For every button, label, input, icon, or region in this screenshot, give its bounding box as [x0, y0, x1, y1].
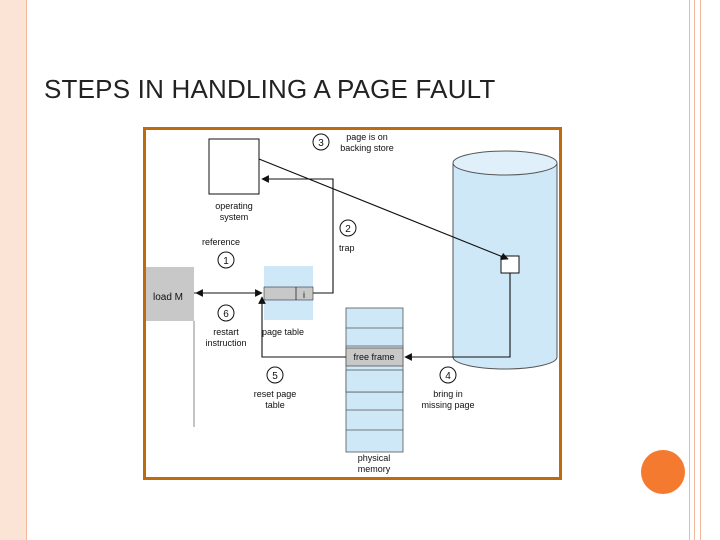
- page-fault-diagram: load M operating system reference i page…: [143, 127, 562, 480]
- arrow-bring-in-page: [404, 273, 511, 361]
- step-2-number: 2: [345, 224, 351, 235]
- step-5-number: 5: [272, 371, 278, 382]
- operating-system-box: [208, 138, 260, 195]
- step-5: 5 reset page table: [254, 366, 297, 410]
- process-instruction-block: [146, 267, 194, 321]
- arrow-reset-page-table: [258, 296, 346, 358]
- physical-memory-label-line1: physical: [358, 453, 391, 463]
- right-decorative-line-3: [700, 0, 701, 540]
- step-4-label-line2: missing page: [421, 400, 474, 410]
- restart-label-line2: instruction: [205, 338, 246, 348]
- step-6: 6: [217, 304, 235, 322]
- step-5-label-line1: reset page: [254, 389, 297, 399]
- memory-frame-band: [345, 369, 404, 393]
- arrow-page-on-backing-store: [258, 158, 509, 260]
- step-1: 1: [217, 251, 235, 269]
- page-table-entry: [263, 286, 314, 301]
- reference-label: reference: [202, 237, 240, 247]
- step-3-label-line1: page is on: [346, 132, 388, 142]
- step-4-label-line1: bring in: [433, 389, 463, 399]
- step-4: 4 bring in missing page: [421, 366, 475, 410]
- step-3-label-line2: backing store: [340, 143, 394, 153]
- restart-label-line1: restart: [213, 327, 239, 337]
- missing-page-box: [500, 255, 520, 274]
- right-decorative-line-1: [689, 0, 690, 540]
- arrow-trap: [261, 175, 334, 294]
- instruction-load-label: load M: [153, 292, 183, 303]
- step-5-label-line2: table: [265, 400, 285, 410]
- page-table-invalid-bit: i: [303, 290, 305, 300]
- step-2: 2 trap: [339, 219, 357, 253]
- step-4-number: 4: [445, 371, 451, 382]
- right-decorative-line-2: [694, 0, 695, 540]
- step-6-number: 6: [223, 309, 229, 320]
- step-1-number: 1: [223, 256, 229, 267]
- physical-memory-label-line2: memory: [358, 464, 391, 474]
- step-2-label: trap: [339, 243, 355, 253]
- os-label-line2: system: [220, 212, 249, 222]
- decorative-orange-circle: [641, 450, 685, 494]
- step-3-number: 3: [318, 138, 324, 149]
- step-3: 3 page is on backing store: [312, 132, 394, 153]
- page-table-label: page table: [262, 327, 304, 337]
- os-label-line1: operating: [215, 201, 253, 211]
- left-decorative-line: [26, 0, 27, 540]
- diagram-svg: load M operating system reference i page…: [146, 132, 558, 474]
- free-frame-label: free frame: [353, 352, 394, 362]
- left-decorative-band: [0, 0, 26, 540]
- slide-title: STEPS IN HANDLING A PAGE FAULT: [44, 74, 496, 104]
